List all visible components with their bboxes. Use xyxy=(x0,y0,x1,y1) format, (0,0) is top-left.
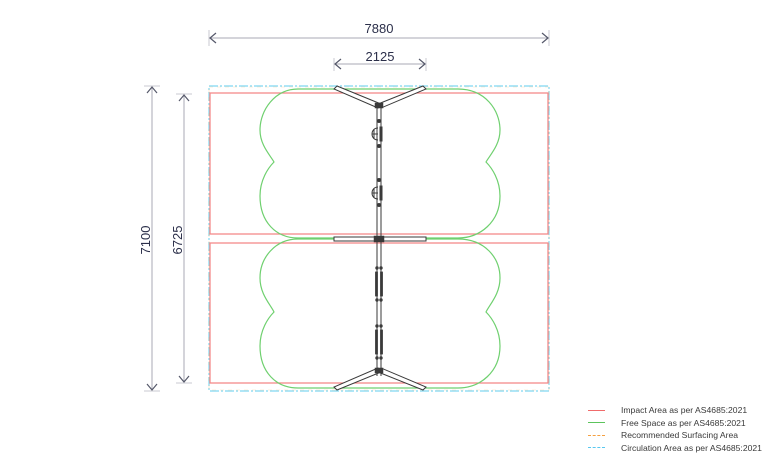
free-space-top xyxy=(259,88,501,239)
free-space-swatch-icon xyxy=(588,422,605,424)
legend-item-impact-area: Impact Area as per AS4685:2021 xyxy=(588,404,762,417)
impact-area-swatch-icon xyxy=(588,409,605,411)
overall-length-label: 7100 xyxy=(138,226,153,255)
legend-label: Recommended Surfacing Area xyxy=(621,430,739,441)
surfacing-swatch-icon xyxy=(588,434,605,436)
baby-seat-2 xyxy=(371,178,383,207)
circulation-swatch-icon xyxy=(588,447,605,449)
legend-item-circulation-area: Circulation Area as per AS4685:2021 xyxy=(588,442,762,455)
legend: Impact Area as per AS4685:2021 Free Spac… xyxy=(588,404,762,454)
legend-label: Impact Area as per AS4685:2021 xyxy=(621,405,748,416)
free-space-bottom xyxy=(259,238,501,389)
impact-area-top xyxy=(209,92,549,235)
dimension-overall-width: 7880 xyxy=(208,21,550,46)
circulation-area xyxy=(208,85,550,392)
overall-width-label: 7880 xyxy=(365,21,394,36)
flat-seat-1 xyxy=(375,266,383,302)
dimension-overall-length: 7100 xyxy=(138,85,160,392)
recommended-surfacing-area xyxy=(208,86,550,391)
impact-length-label: 6725 xyxy=(170,226,185,255)
dimension-frame-width: 2125 xyxy=(333,49,427,71)
baby-seat-1 xyxy=(371,119,383,148)
frame-width-label: 2125 xyxy=(366,49,395,64)
dimension-impact-length: 6725 xyxy=(170,93,192,384)
flat-seat-2 xyxy=(375,324,383,360)
impact-area-bottom xyxy=(209,242,549,384)
legend-label: Free Space as per AS4685:2021 xyxy=(621,417,746,428)
legend-label: Circulation Area as per AS4685:2021 xyxy=(621,442,762,453)
legend-item-free-space: Free Space as per AS4685:2021 xyxy=(588,417,762,430)
legend-item-recommended-surfacing: Recommended Surfacing Area xyxy=(588,429,762,442)
